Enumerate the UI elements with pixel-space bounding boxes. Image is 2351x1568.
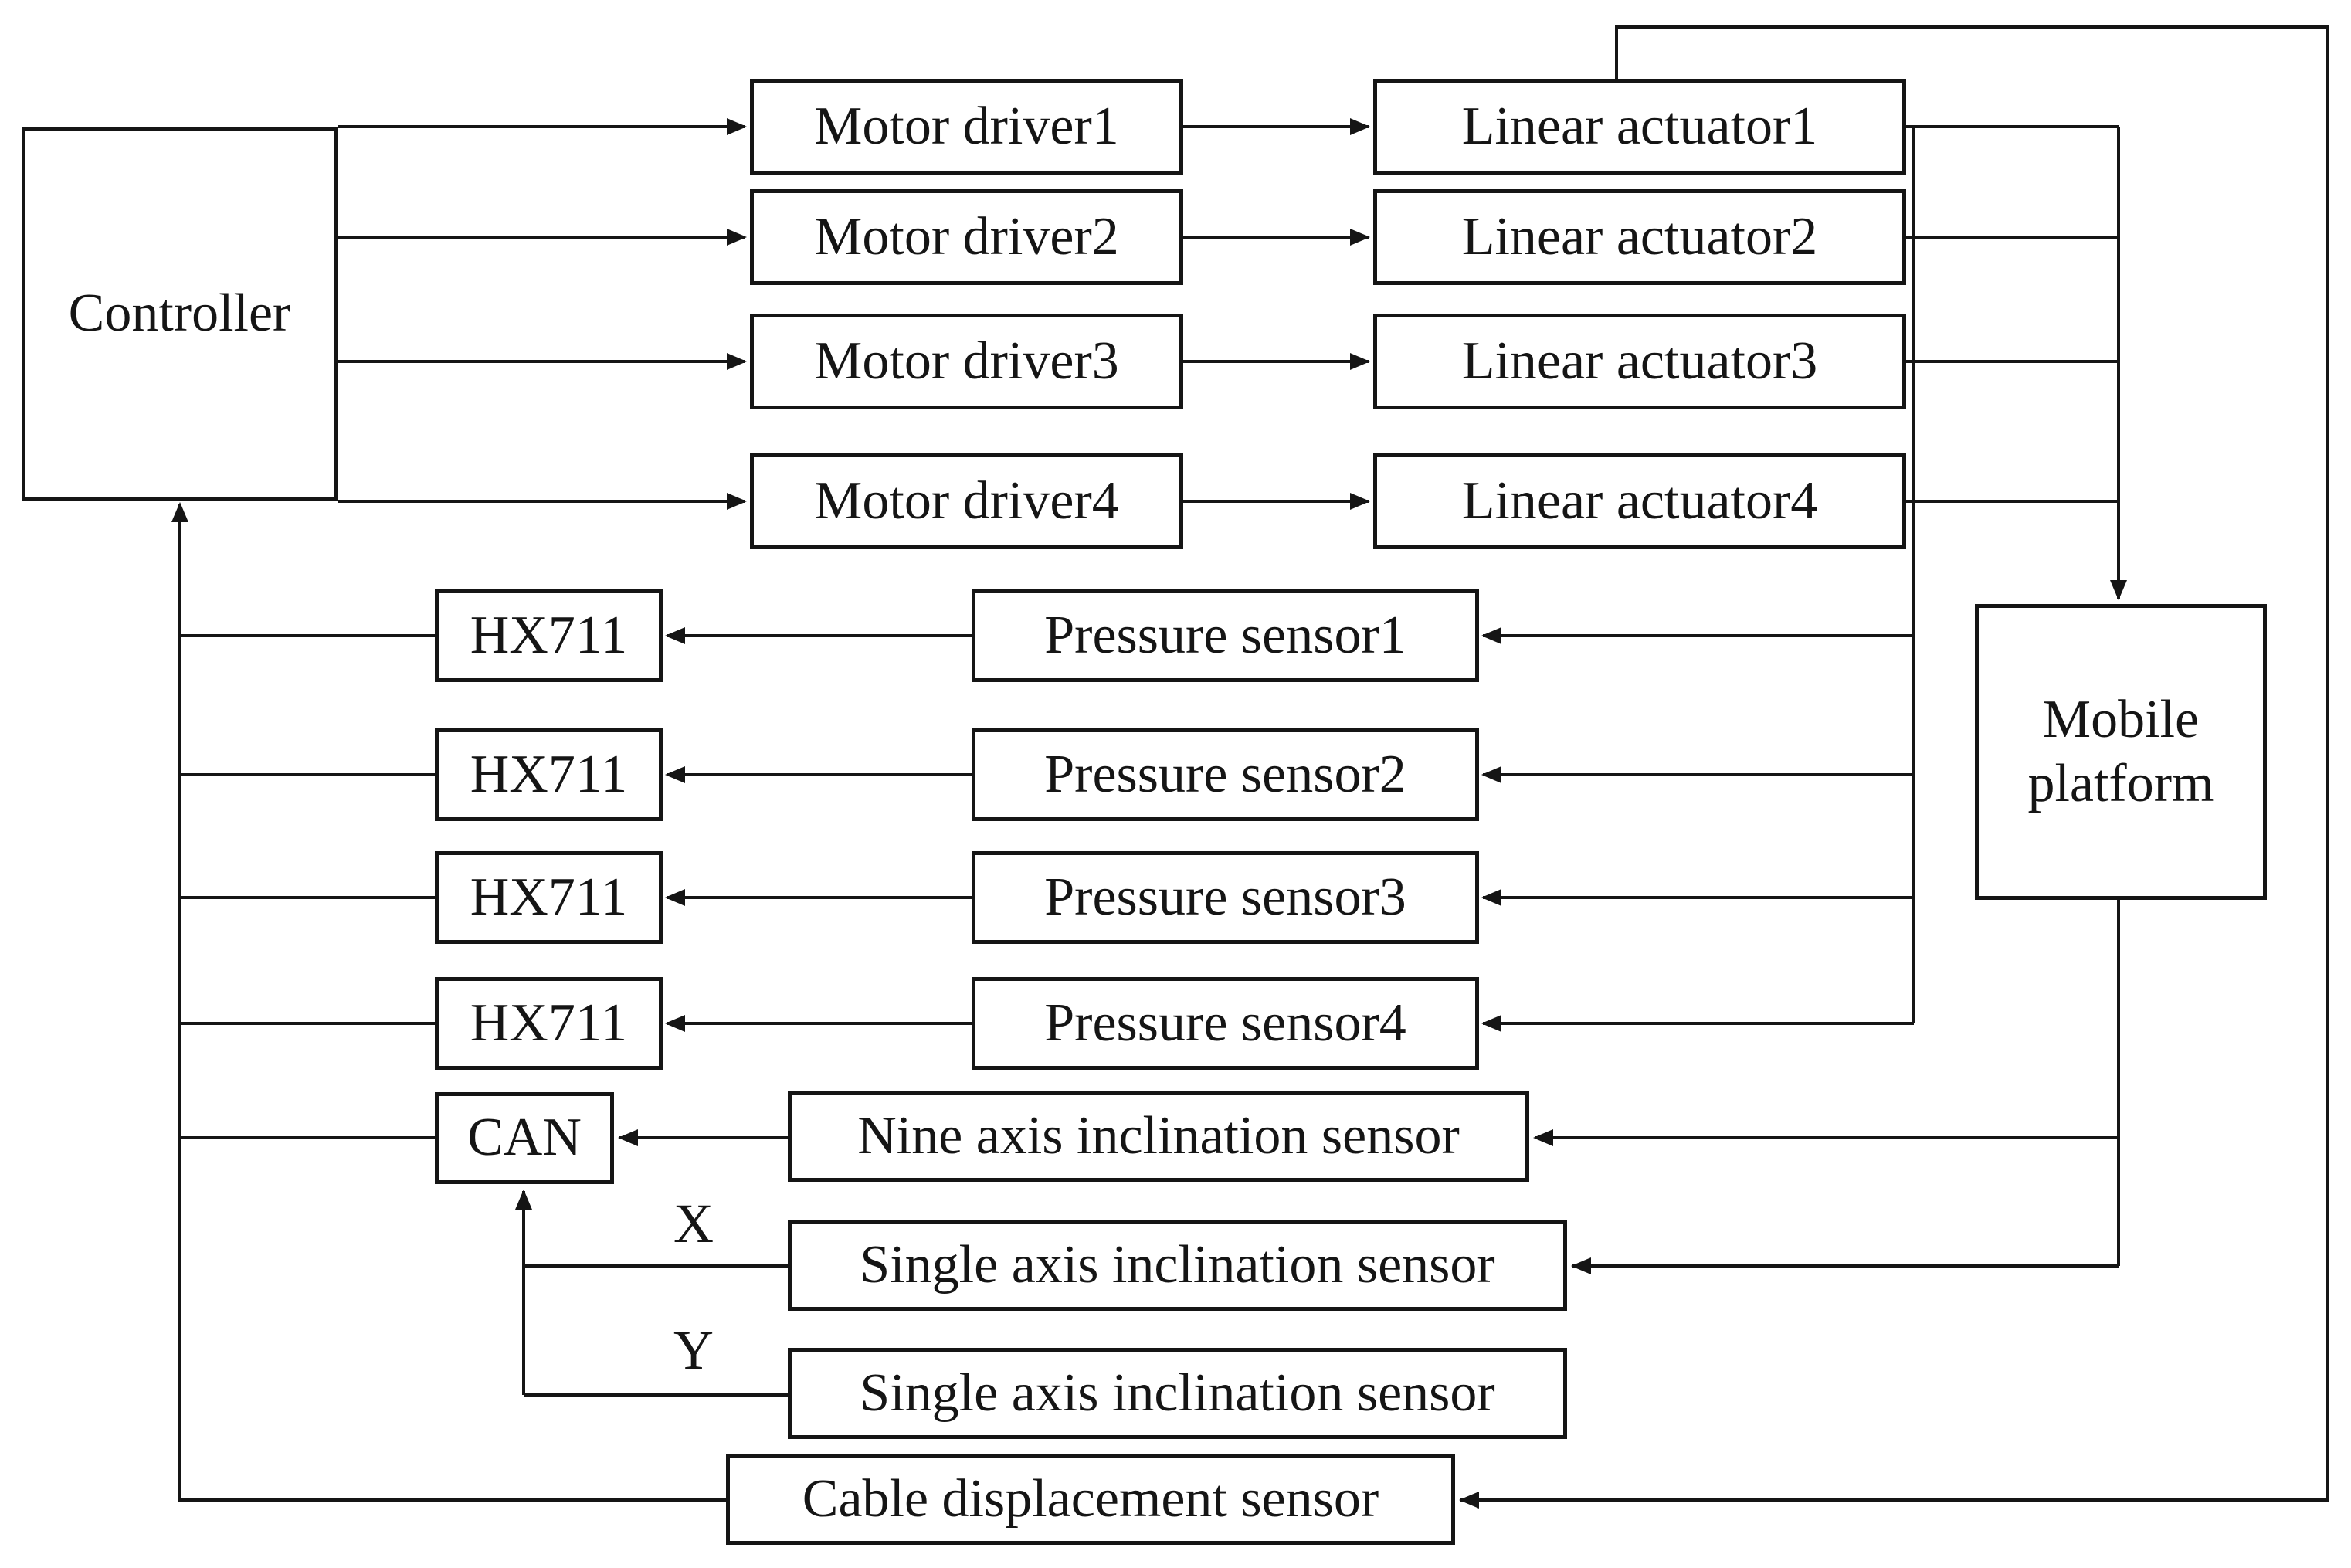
node-label: Linear actuator2 xyxy=(1461,206,1818,266)
node-label: Single axis inclination sensor xyxy=(860,1363,1495,1423)
edge-label-y: Y xyxy=(673,1319,714,1381)
node-linear-actuator-4: Linear actuator4 xyxy=(1373,453,1906,549)
edge-label-x: X xyxy=(673,1193,714,1254)
node-linear-actuator-2: Linear actuator2 xyxy=(1373,189,1906,285)
node-linear-actuator-1: Linear actuator1 xyxy=(1373,79,1906,175)
node-label: Single axis inclination sensor xyxy=(860,1235,1495,1295)
node-pressure-sensor-2: Pressure sensor2 xyxy=(972,728,1479,821)
node-single-axis-inclination-sensor-y: Single axis inclination sensor xyxy=(788,1348,1567,1439)
node-label: Linear actuator4 xyxy=(1461,470,1818,531)
node-label: Pressure sensor1 xyxy=(1044,605,1406,665)
node-mobile-platform: Mobile platform xyxy=(1975,604,2267,900)
node-label: Controller xyxy=(68,283,291,344)
node-pressure-sensor-3: Pressure sensor3 xyxy=(972,851,1479,944)
node-nine-axis-inclination-sensor: Nine axis inclination sensor xyxy=(788,1091,1529,1182)
edge-top-loop-to-cable-sensor xyxy=(1459,25,2329,1509)
node-pressure-sensor-1: Pressure sensor1 xyxy=(972,589,1479,682)
node-motor-driver-4: Motor driver4 xyxy=(750,453,1183,549)
node-label: HX711 xyxy=(470,605,628,665)
node-motor-driver-3: Motor driver3 xyxy=(750,314,1183,409)
node-can: CAN xyxy=(435,1092,614,1184)
node-motor-driver-2: Motor driver2 xyxy=(750,189,1183,285)
node-hx711-2: HX711 xyxy=(435,728,663,821)
node-label: Pressure sensor4 xyxy=(1044,993,1406,1053)
node-label: HX711 xyxy=(470,867,628,927)
node-hx711-3: HX711 xyxy=(435,851,663,944)
feedback-trunk-to-controller xyxy=(171,502,726,1502)
node-pressure-sensor-4: Pressure sensor4 xyxy=(972,977,1479,1070)
node-label: Motor driver2 xyxy=(814,206,1119,266)
node-hx711-1: HX711 xyxy=(435,589,663,682)
node-label: Motor driver1 xyxy=(814,96,1119,156)
node-linear-actuator-3: Linear actuator3 xyxy=(1373,314,1906,409)
node-controller: Controller xyxy=(22,127,338,501)
node-hx711-4: HX711 xyxy=(435,977,663,1070)
node-label: CAN xyxy=(467,1108,582,1168)
node-label: Motor driver3 xyxy=(814,331,1119,391)
node-label: Mobile platform xyxy=(2027,689,2214,813)
node-label: Linear actuator1 xyxy=(1461,96,1818,156)
node-label: Pressure sensor2 xyxy=(1044,744,1406,804)
node-motor-driver-1: Motor driver1 xyxy=(750,79,1183,175)
node-single-axis-inclination-sensor-x: Single axis inclination sensor xyxy=(788,1220,1567,1311)
node-label: HX711 xyxy=(470,993,628,1053)
node-cable-displacement-sensor: Cable displacement sensor xyxy=(726,1454,1455,1545)
node-label: Cable displacement sensor xyxy=(802,1468,1379,1529)
node-label: Pressure sensor3 xyxy=(1044,867,1406,927)
node-label: Linear actuator3 xyxy=(1461,331,1818,391)
node-label: Nine axis inclination sensor xyxy=(857,1105,1460,1166)
node-label: HX711 xyxy=(470,744,628,804)
node-label: Motor driver4 xyxy=(814,470,1119,531)
